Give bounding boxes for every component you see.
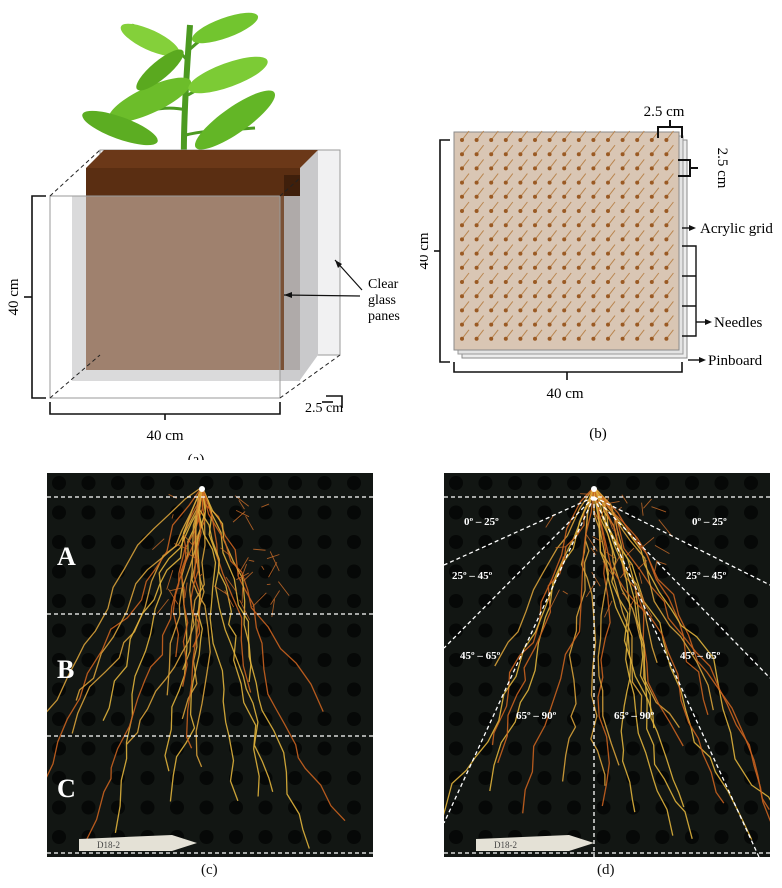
depth-zone-lines bbox=[47, 496, 373, 854]
angle-label-4-left: 65º – 90º bbox=[516, 710, 557, 722]
angle-label-3-left: 45º – 65º bbox=[460, 650, 501, 662]
gap-dimension bbox=[322, 395, 343, 408]
height-dimension bbox=[24, 195, 46, 399]
panel-d-photo: 0º – 25º 0º – 25º 25º – 45º 25º – 45º 45… bbox=[444, 473, 770, 857]
caption-c: (c) bbox=[201, 862, 218, 878]
angle-sector-lines bbox=[444, 496, 770, 857]
panes-label-2: glass bbox=[368, 293, 396, 308]
angle-label-4-right: 65º – 90º bbox=[614, 710, 655, 722]
plant-illustration bbox=[82, 12, 276, 176]
caption-a: (a) bbox=[188, 452, 205, 460]
soil-front-face bbox=[86, 196, 284, 370]
front-glass-pane bbox=[49, 195, 281, 399]
width-label: 40 cm bbox=[146, 428, 183, 444]
width-dimension bbox=[49, 402, 281, 420]
zone-b-label: B bbox=[57, 655, 74, 684]
panes-label-1: Clear bbox=[368, 277, 399, 292]
spacing-h-bracket bbox=[657, 120, 683, 138]
width-dimension-b bbox=[453, 362, 683, 380]
needles bbox=[460, 130, 674, 341]
caption-b: (b) bbox=[589, 426, 607, 442]
zone-a-label: A bbox=[57, 542, 76, 571]
spacing-v-label: 2.5 cm bbox=[714, 148, 730, 189]
acrylic-grid-label: Acrylic grid bbox=[700, 221, 773, 237]
svg-text:D18-2: D18-2 bbox=[494, 840, 517, 850]
root-system bbox=[47, 486, 346, 849]
width-label-b: 40 cm bbox=[546, 386, 583, 402]
gap-label: 2.5 cm bbox=[305, 401, 343, 416]
angle-label-2-left: 25º – 45º bbox=[452, 570, 493, 582]
needles-bracket bbox=[682, 245, 708, 337]
pinboard-label: Pinboard bbox=[708, 353, 763, 369]
svg-text:D18-2: D18-2 bbox=[97, 840, 120, 850]
panel-a-diagram: 40 cm 40 cm 2.5 cm Clear glass panes (a) bbox=[6, 12, 400, 460]
zone-c-label: C bbox=[57, 774, 76, 803]
sample-tag: D18-2 bbox=[476, 835, 594, 851]
panel-b-diagram: 2.5 cm 2.5 cm Acrylic grid Needles Pinbo… bbox=[420, 104, 773, 442]
angle-label-2-right: 25º – 45º bbox=[686, 570, 727, 582]
side-pane bbox=[300, 150, 318, 380]
angle-label-1-right: 0º – 25º bbox=[692, 516, 727, 528]
sample-tag: D18-2 bbox=[79, 835, 197, 851]
height-dimension-b bbox=[434, 139, 450, 363]
panel-c-photo: A B C D18-2 bbox=[47, 473, 373, 857]
angle-label-1-left: 0º – 25º bbox=[464, 516, 499, 528]
angle-label-3-right: 45º – 65º bbox=[680, 650, 721, 662]
height-label-b: 40 cm bbox=[420, 232, 432, 269]
panes-label-3: panes bbox=[368, 309, 400, 324]
needles-label: Needles bbox=[714, 315, 762, 331]
caption-d: (d) bbox=[597, 862, 615, 878]
height-label: 40 cm bbox=[6, 278, 22, 315]
spacing-h-label: 2.5 cm bbox=[644, 104, 685, 120]
spacing-v-bracket bbox=[678, 159, 698, 177]
